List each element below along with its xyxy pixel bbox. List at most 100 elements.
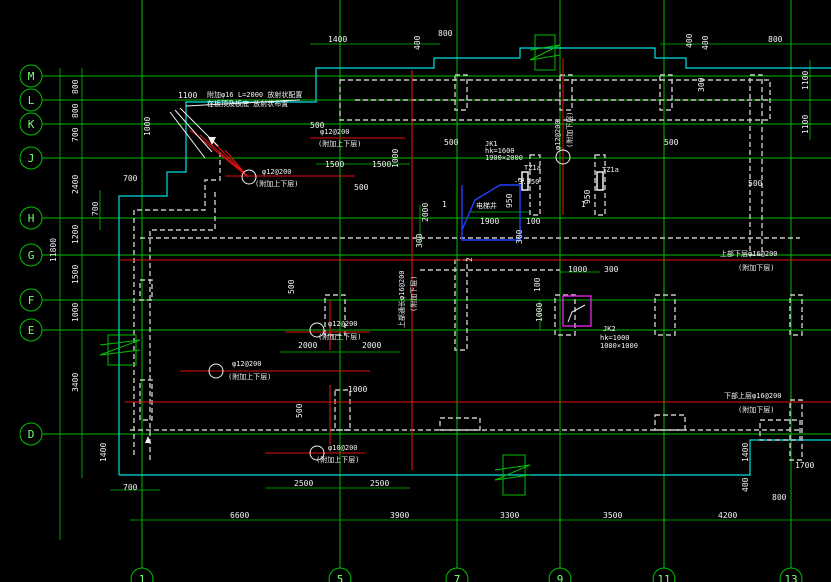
dim-misc-26: 1000 [348,385,367,394]
tz1-marker-b [596,171,604,191]
dim-right-5: 400 [741,477,750,492]
axis-bubble-K-label: K [28,118,35,131]
axis-bubble-H[interactable]: H [19,206,43,230]
note-r3: φ12@200 [328,320,358,328]
axis-bubble-7[interactable]: 7 [445,567,469,582]
axis-bubble-11-label: 11 [657,573,670,582]
rebar-notes: 附加φ16 L=2000 放射状配置 在板顶及板底 放射状布置 φ12@200 … [207,90,782,464]
axis-bubble-M[interactable]: M [19,64,43,88]
dim-misc-1: 1100 [178,91,197,100]
note-bottom-band-b: (附加下层) [738,405,774,414]
note-r2b: (附加上下层) [255,179,298,188]
axis-bubble-L[interactable]: L [19,88,43,112]
axis-bubble-G[interactable]: G [19,243,43,267]
dim-misc-16: 300 [515,229,524,244]
dim-misc-7: 1500 [372,160,391,169]
note-r3b: (附加上下层) [318,332,361,341]
dim-misc-31: 300 [697,77,706,92]
dim-misc-14: 950 [505,193,514,208]
dim-right-3: 1400 [741,443,750,462]
axis-bubble-13-label: 13 [784,573,797,582]
axis-bubble-F[interactable]: F [19,288,43,312]
note-tz1a: TZ1a [524,164,541,172]
axis-bubble-J-circle [19,146,43,170]
dim-left-1: 800 [71,79,80,94]
dim-left-6: 1500 [71,265,80,284]
note-r4b: (附加上下层) [228,372,271,381]
axis-bubble-D-label: D [28,428,35,441]
dim-left-total: 11800 [49,238,58,262]
dim-misc-17: 950 [583,189,592,204]
note-vr2: 上部通长φ16@200 [397,270,406,328]
dim-misc-13: 1900 [480,217,499,226]
dim-top-5: 800 [768,35,783,44]
axis-bubble-D[interactable]: D [19,422,43,446]
note-radial-2: 在板顶及板底 放射状布置 [207,99,288,108]
wall-break-symbols [99,34,561,496]
axis-gridlines [42,0,831,568]
dim-misc-2: 1000 [143,117,152,136]
axis-bubble-J-label: J [28,152,35,165]
dashed-walls [130,74,803,461]
dim-right-6: 800 [772,493,787,502]
dim-misc-24: 2000 [298,341,317,350]
dim-misc-23: 100 [533,277,542,292]
dim-bottom-4: 3500 [603,511,622,520]
axis-bubble-13-circle [779,567,803,582]
note-r4: φ12@200 [232,360,262,368]
axis-bubble-G-label: G [28,249,35,262]
pit-jk2-outline [562,295,592,327]
axis-bubble-1-label: 1 [139,573,146,582]
dim-top-3: 800 [438,29,453,38]
section-label-1: 1 [442,200,447,209]
axis-bubble-M-circle [19,64,43,88]
slab-outline [118,47,831,475]
section-label-2: 2 [465,257,474,262]
axis-bubbles-left[interactable]: MLK J H G FE D [19,64,43,446]
note-vr2b: (附加下层) [409,276,418,312]
dim-top: 1400 400 800 400 800 400 [328,29,783,50]
dim-misc-20: 300 [604,265,619,274]
note-vr1b: (附加下层) [565,112,574,148]
axis-bubble-E[interactable]: E [19,318,43,342]
pit-jk2-corner [567,304,586,323]
note-r1b: (附加上下层) [318,139,361,148]
note-jk2: JK2 [603,325,616,333]
dim-right-2: 1100 [801,115,810,134]
rebar-callout-circles [208,149,571,461]
note-tz1b: TZ1a [602,166,619,174]
axis-bubble-E-label: E [28,324,35,337]
dim-top-2: 400 [413,35,422,50]
dim-misc-22: 500 [287,279,296,294]
axis-bubble-9-label: 9 [557,573,564,582]
dim-misc-25: 2000 [362,341,381,350]
dim-misc-8: 500 [354,183,369,192]
dim-bottom: 6600 3900 3300 3500 4200 [230,511,737,520]
dim-bottom-1: 6600 [230,511,249,520]
axis-bubble-G-circle [19,243,43,267]
dim-misc-29: 2500 [370,479,389,488]
dim-bottom-2: 3900 [390,511,409,520]
axis-bubble-11[interactable]: 11 [652,567,676,582]
axis-bubble-L-label: L [28,94,35,107]
dim-misc-19: 1000 [568,265,587,274]
axis-bubble-K[interactable]: K [19,112,43,136]
dim-bottom-5: 4200 [718,511,737,520]
axis-bubble-5-label: 5 [337,573,344,582]
axis-bubble-13[interactable]: 13 [779,567,803,582]
axis-bubble-9[interactable]: 9 [548,567,572,582]
section-marker-2 [145,436,151,443]
axis-bubble-H-circle [19,206,43,230]
dim-misc-3: 700 [123,174,138,183]
dim-misc-6: 1500 [325,160,344,169]
dim-right: 1100 1100 1400 1700 400 800 [741,71,814,502]
axis-bubbles-bottom[interactable]: 1 5 7 9 11 13 [130,567,803,582]
dim-right-1: 1100 [801,71,810,90]
note-r6b: (附加上下层) [316,455,359,464]
note-top-band-b: (附加下层) [738,263,774,272]
axis-bubble-1[interactable]: 1 [130,567,154,582]
axis-bubble-5[interactable]: 5 [328,567,352,582]
axis-bubble-J[interactable]: J [19,146,43,170]
